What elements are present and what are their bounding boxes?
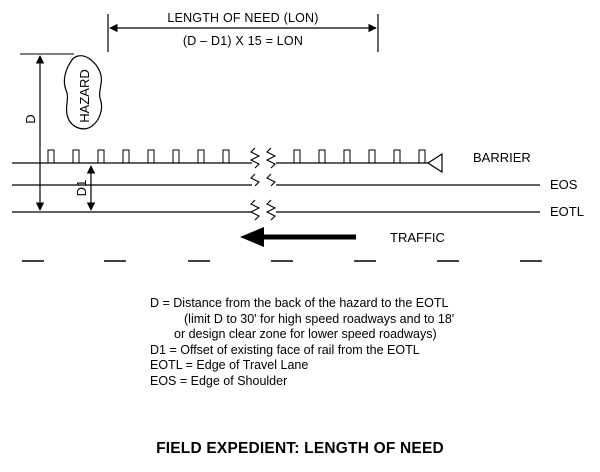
barrier-post <box>72 149 80 164</box>
barrier-post <box>393 149 401 164</box>
lon-dimension: LENGTH OF NEED (LON) (D – D1) X 15 = LON <box>107 11 379 52</box>
traffic-label: TRAFFIC <box>390 230 445 245</box>
barrier-post <box>197 149 205 164</box>
barrier-post <box>97 149 105 164</box>
barrier-post <box>147 149 155 164</box>
d-dimension: D <box>20 53 74 211</box>
barrier-posts <box>47 149 426 164</box>
barrier-rail: BARRIER <box>12 150 531 174</box>
break-marks <box>249 147 277 221</box>
page-title: FIELD EXPEDIENT: LENGTH OF NEED <box>156 440 444 457</box>
legend-d1: D1 = Offset of existing face of rail fro… <box>150 342 420 357</box>
barrier-post <box>222 149 230 164</box>
legend-d-line2: (limit D to 30' for high speed roadways … <box>184 311 455 326</box>
barrier-label: BARRIER <box>473 150 531 165</box>
legend-eos: EOS = Edge of Shoulder <box>150 373 288 388</box>
barrier-post <box>368 149 376 164</box>
eotl-label: EOTL <box>550 204 584 219</box>
d-label: D <box>23 114 38 123</box>
d1-label: D1 <box>74 180 89 197</box>
legend-d-line3: or design clear zone for lower speed roa… <box>174 327 437 341</box>
legend-d-line1: D = Distance from the back of the hazard… <box>150 296 449 310</box>
legend-eotl: EOTL = Edge of Travel Lane <box>150 358 309 372</box>
barrier-post <box>47 149 55 164</box>
barrier-post <box>318 149 326 164</box>
barrier-post <box>293 149 301 164</box>
barrier-post <box>343 149 351 164</box>
eotl-line: EOTL <box>12 204 584 219</box>
lon-label: LENGTH OF NEED (LON) <box>167 11 318 25</box>
hazard: HAZARD <box>63 55 103 130</box>
d1-dimension: D1 <box>74 165 96 211</box>
barrier-post <box>418 149 426 164</box>
legend: D = Distance from the back of the hazard… <box>150 296 580 389</box>
lon-formula: (D – D1) X 15 = LON <box>183 34 303 48</box>
barrier-post <box>122 149 130 164</box>
traffic-arrow: TRAFFIC <box>240 227 445 247</box>
eos-label: EOS <box>550 177 578 192</box>
hazard-label: HAZARD <box>77 69 92 122</box>
barrier-end-terminal <box>426 152 443 174</box>
eos-line: EOS <box>12 177 578 192</box>
barrier-post <box>172 149 180 164</box>
